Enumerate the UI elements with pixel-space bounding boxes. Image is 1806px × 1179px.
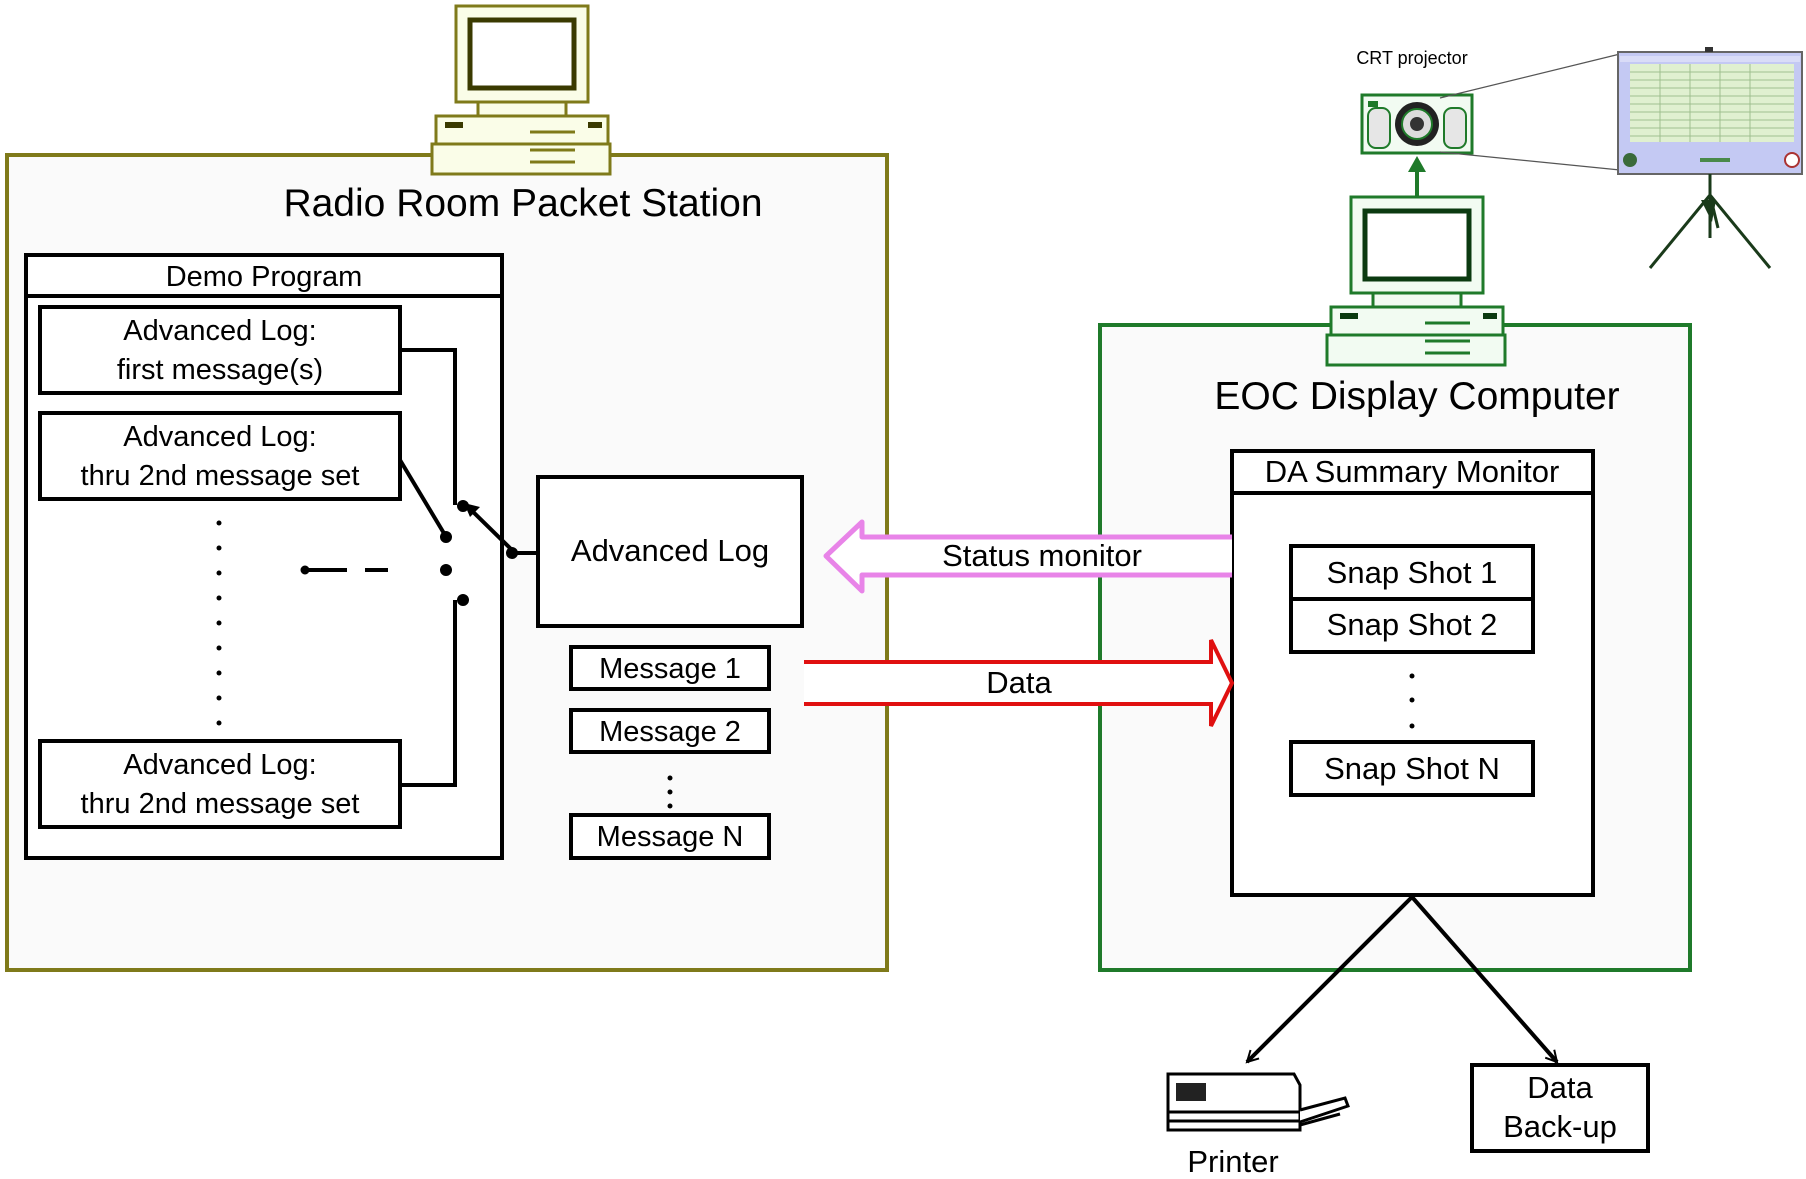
snapshot-label: Snap Shot 2 <box>1327 607 1498 642</box>
data-backup-box: Data Back-up <box>1470 1063 1650 1153</box>
snapshot-label: Snap Shot N <box>1324 751 1500 786</box>
data-arrow: Data <box>804 639 1235 727</box>
snapshot-box: Snap Shot N <box>1289 740 1535 797</box>
computer-icon <box>430 4 612 176</box>
da-summary-monitor-box: DA Summary Monitor <box>1230 449 1595 897</box>
message-label: Message N <box>597 821 744 853</box>
log-box-line2: thru 2nd message set <box>81 460 360 492</box>
ellipsis-dots <box>667 775 673 809</box>
log-box: Advanced Log: first message(s) <box>38 305 402 395</box>
data-backup-line1: Data <box>1527 1070 1593 1105</box>
ellipsis-dots <box>1409 673 1415 729</box>
message-box: Message N <box>569 813 771 860</box>
data-backup-line2: Back-up <box>1503 1109 1617 1144</box>
message-label: Message 1 <box>599 653 741 685</box>
radio-room-title: Radio Room Packet Station <box>283 182 762 225</box>
message-box: Message 2 <box>569 708 771 754</box>
log-box-line2: thru 2nd message set <box>81 788 360 820</box>
ellipsis-dots <box>216 520 222 726</box>
selector-switch <box>300 348 540 787</box>
log-box-line2: first message(s) <box>117 354 323 386</box>
demo-program-header: Demo Program <box>166 261 363 293</box>
snapshot-box: Snap Shot 1 <box>1289 544 1535 601</box>
data-label: Data <box>986 665 1052 700</box>
projection-screen-icon <box>1617 47 1803 175</box>
projector-label: CRT projector <box>1356 48 1467 68</box>
log-box-line1: Advanced Log: <box>123 421 316 453</box>
printer-icon <box>1166 1072 1350 1132</box>
message-box: Message 1 <box>569 645 771 691</box>
output-connectors <box>1247 895 1559 1062</box>
status-monitor-label: Status monitor <box>942 538 1142 573</box>
projector-arrow <box>1408 156 1426 197</box>
advanced-log-box: Advanced Log <box>536 475 804 628</box>
status-monitor-arrow: Status monitor <box>823 519 1232 594</box>
printer-label: Printer <box>1187 1144 1278 1179</box>
log-box-line1: Advanced Log: <box>123 315 316 347</box>
log-box-line1: Advanced Log: <box>123 749 316 781</box>
da-summary-monitor-header: DA Summary Monitor <box>1265 454 1560 489</box>
projector-icon <box>1360 93 1474 155</box>
tripod-icon <box>1648 174 1772 269</box>
snapshot-label: Snap Shot 1 <box>1327 555 1498 590</box>
log-box: Advanced Log: thru 2nd message set <box>38 411 402 501</box>
eoc-title: EOC Display Computer <box>1214 375 1619 418</box>
advanced-log-label: Advanced Log <box>571 533 769 568</box>
computer-icon <box>1325 195 1507 367</box>
log-box: Advanced Log: thru 2nd message set <box>38 739 402 829</box>
message-label: Message 2 <box>599 716 741 748</box>
snapshot-box: Snap Shot 2 <box>1289 597 1535 654</box>
projection-lines <box>1439 53 1621 171</box>
